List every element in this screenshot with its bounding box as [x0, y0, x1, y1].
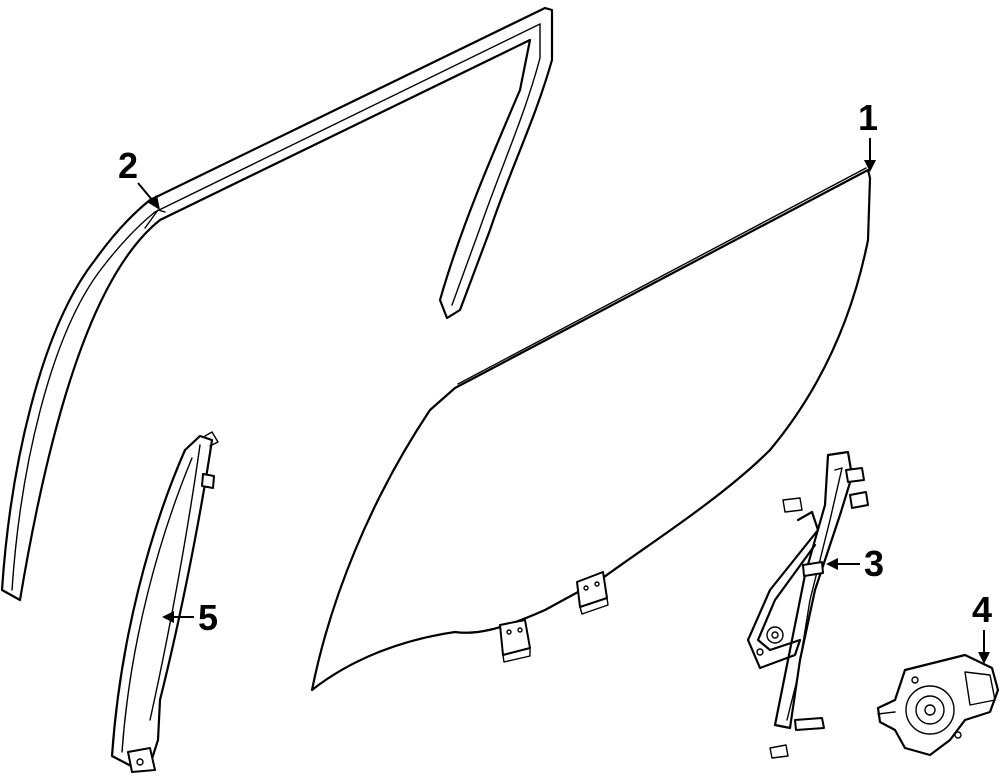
- arrowhead-3: [826, 558, 838, 570]
- callout-label-5: 5: [198, 597, 218, 638]
- callout-label-2: 2: [118, 145, 138, 186]
- arrowhead-1: [864, 160, 876, 172]
- regulator-motor[interactable]: [876, 653, 1000, 757]
- callout-label-1: 1: [858, 97, 878, 138]
- callout-2: 2: [118, 145, 160, 210]
- glass-bracket-right: [576, 571, 609, 615]
- leader-line-2: [137, 182, 154, 202]
- arrowhead-4: [978, 652, 990, 664]
- door-glass[interactable]: [310, 167, 872, 692]
- callout-3: 3: [826, 543, 884, 584]
- glass-run-channel[interactable]: [0, 6, 554, 602]
- callout-label-3: 3: [864, 543, 884, 584]
- rear-guide-channel[interactable]: [110, 431, 219, 773]
- glass-bracket-left: [499, 619, 531, 663]
- callout-1: 1: [858, 97, 878, 172]
- callout-5: 5: [162, 597, 218, 638]
- callout-label-4: 4: [972, 589, 992, 630]
- arrowhead-5: [162, 611, 174, 623]
- window-regulator[interactable]: [746, 450, 869, 759]
- arrowhead-2: [147, 195, 160, 210]
- callout-4: 4: [972, 589, 992, 664]
